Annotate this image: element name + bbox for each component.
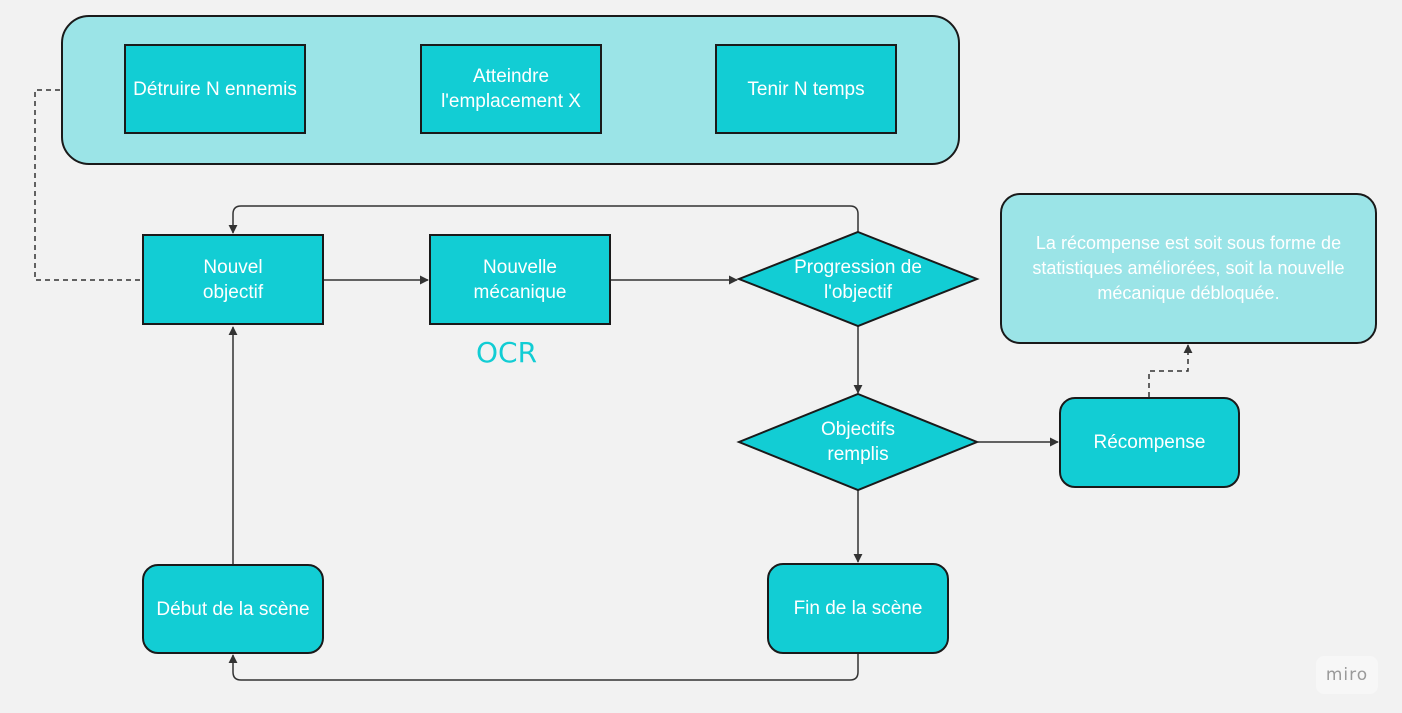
dashed-arrow-reward-to-note: [1148, 344, 1193, 397]
reward-description-text: La récompense est soit sous forme de sta…: [1032, 233, 1345, 303]
reward-node[interactable]: Récompense: [1059, 397, 1240, 488]
arrow-progression-loop-to-objective: [228, 205, 859, 234]
miro-logo-text: miro: [1325, 665, 1369, 685]
objectives-met-diamond[interactable]: [736, 392, 980, 492]
objective-hold-time[interactable]: Tenir N temps: [715, 44, 897, 134]
objective-reach-label: Atteindre l'emplacement X: [441, 66, 581, 112]
progression-diamond[interactable]: [736, 230, 980, 328]
objective-reach-location[interactable]: Atteindre l'emplacement X: [420, 44, 602, 134]
miro-logo: miro: [1316, 656, 1378, 694]
arrow-scene-end-to-scene-start: [228, 654, 859, 681]
objective-destroy-enemies[interactable]: Détruire N ennemis: [124, 44, 306, 134]
objective-destroy-label: Détruire N ennemis: [133, 78, 297, 100]
scene-start-node[interactable]: Début de la scène: [142, 564, 324, 654]
scene-start-label: Début de la scène: [156, 598, 310, 620]
dashed-connector-group-to-objective: [34, 89, 143, 281]
ocr-label: OCR: [476, 336, 538, 369]
scene-end-node[interactable]: Fin de la scène: [767, 563, 949, 654]
new-objective-label: Nouvel objectif: [202, 256, 264, 303]
reward-description-note[interactable]: La récompense est soit sous forme de sta…: [1000, 193, 1377, 344]
objectives-met-label: Objectifs remplis: [821, 419, 895, 465]
scene-end-label: Fin de la scène: [793, 598, 923, 619]
new-mechanic-node[interactable]: Nouvelle mécanique: [429, 234, 611, 325]
progression-label: Progression de l'objectif: [794, 257, 922, 303]
objective-hold-label: Tenir N temps: [747, 78, 865, 100]
reward-label: Récompense: [1093, 432, 1206, 453]
new-objective-node[interactable]: Nouvel objectif: [142, 234, 324, 325]
new-mechanic-label: Nouvelle mécanique: [473, 256, 567, 303]
